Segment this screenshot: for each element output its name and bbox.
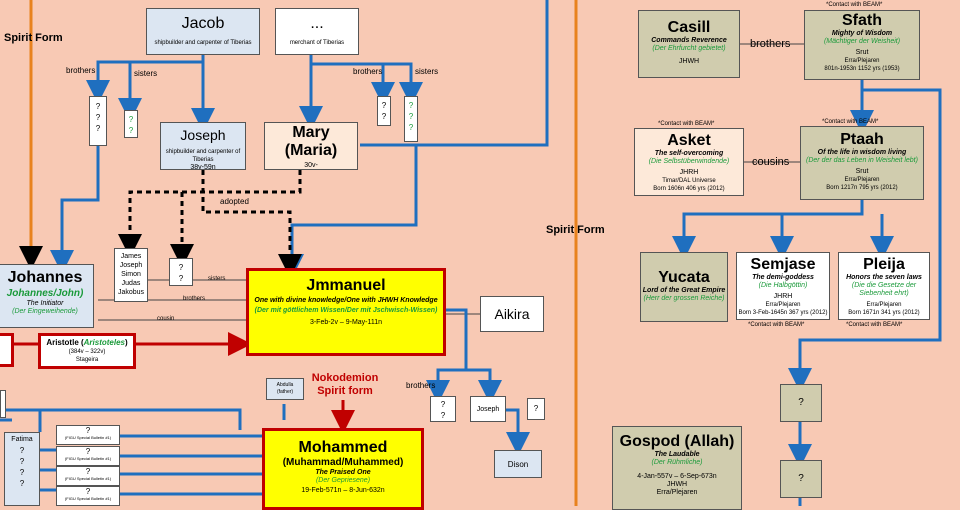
aikira-node[interactable]: Aikira [480, 296, 544, 332]
bulletin-child-2[interactable]: ?(FIGU Special Bulletin #1) [56, 446, 120, 466]
adopted-label: adopted [220, 197, 249, 206]
brothers-unknown-node[interactable]: ??? [89, 96, 107, 146]
merchant-name: ... [310, 15, 324, 32]
aristotle-dates: (384v – 322v) [68, 349, 106, 355]
mary-alt: (Maria) [284, 142, 338, 159]
spirit-form-label-right: Spirit Form [546, 224, 605, 236]
contact-label-sfath: *Contact with BEAM* [826, 2, 883, 8]
joseph-son-unknown[interactable]: ? [527, 398, 545, 420]
sisters-label-1: sisters [134, 69, 158, 78]
unknown-descendant-2[interactable]: ? [780, 460, 822, 498]
sfath-node[interactable]: Sfath Mighty of Wisdom (Mächtiger der We… [804, 10, 920, 80]
aristotle-name: Aristotle (Aristoteles) [46, 338, 128, 347]
left-edge-node[interactable] [0, 333, 14, 367]
unknown-descendant-1[interactable]: ? [780, 384, 822, 422]
nokodemion-label: Nokodemion Spirit form [311, 372, 379, 397]
bulletin-child-4[interactable]: ?(FIGU Special Bulletin #1) [56, 486, 120, 506]
brothers-label-right: brothers [750, 38, 791, 50]
jesus-sisters-node[interactable]: ?? [169, 258, 193, 286]
brothers-label-2: brothers [353, 67, 383, 76]
jmmanuel-de: (Der mit göttlichem Wissen/Der mit Jschw… [254, 307, 438, 314]
merchant-desc: merchant of Tiberias [289, 40, 345, 46]
mary-sisters-node[interactable]: ??? [404, 96, 418, 142]
mohammed-desc: The Praised One [315, 469, 371, 476]
gospod-node[interactable]: Gospod (Allah) The Laudable (Der Rühmlic… [612, 426, 742, 510]
brothers-label-4: brothers [406, 381, 436, 390]
yucata-node[interactable]: Yucata Lord of the Great Empire (Herr de… [640, 252, 728, 322]
mohammed-alt: (Muhammad/Muhammed) [282, 457, 404, 468]
mohammed-de: (Der Gepriesene) [315, 477, 371, 484]
contact-label-pleija: *Contact with BEAM* [846, 322, 903, 328]
abdulla-node[interactable]: Abdulla (father) [266, 378, 304, 400]
joseph-desc: shipbuilder and carpenter of Tiberias [165, 149, 241, 163]
pleija-node[interactable]: Pleija Honors the seven laws (Die die Ge… [838, 252, 930, 320]
mary-node[interactable]: Mary (Maria) 30v- [264, 122, 358, 170]
jmmanuel-dates: 3-Feb-2v – 9-May-111n [309, 319, 383, 326]
jacob-node[interactable]: Jacob shipbuilder and carpenter of Tiber… [146, 8, 260, 55]
sisters-label-3: sisters [208, 276, 226, 282]
johannes-alt: Johannes/John) [6, 288, 84, 299]
johannes-node[interactable]: Johannes Johannes/John) The Initiator (D… [0, 264, 94, 328]
dison-node[interactable]: Dison [494, 450, 542, 478]
johannes-name: Johannes [7, 269, 83, 286]
aristotle-node[interactable]: Aristotle (Aristoteles) (384v – 322v) St… [38, 333, 136, 369]
contact-label-ptaah: *Contact with BEAM* [822, 119, 879, 125]
left-edge-box-1[interactable] [0, 390, 6, 418]
joseph-name: Joseph [180, 127, 226, 143]
cousin-label: cousin [157, 316, 175, 322]
johannes-de: (Der Eingeweihende) [12, 308, 78, 315]
jmmanuel-desc: One with divine knowledge/One with JHWH … [254, 297, 438, 304]
mary-name: Mary [292, 124, 330, 141]
jmmanuel-node[interactable]: Jmmanuel One with divine knowledge/One w… [246, 268, 446, 356]
ptaah-node[interactable]: Ptaah Of the life in wisdom living (Der … [800, 126, 924, 200]
jacob-desc: shipbuilder and carpenter of Tiberias [154, 40, 252, 46]
contact-label-asket: *Contact with BEAM* [658, 121, 715, 127]
joseph-son-node[interactable]: Joseph [470, 396, 506, 422]
mohammed-node[interactable]: Mohammed (Muhammad/Muhammed) The Praised… [262, 428, 424, 510]
joseph-node[interactable]: Joseph shipbuilder and carpenter of Tibe… [160, 122, 246, 170]
mohammed-name: Mohammed [298, 439, 388, 456]
jacob-name: Jacob [181, 15, 225, 32]
cousins-label: cousins [752, 156, 790, 168]
asket-node[interactable]: Asket The self-overcoming (Die Selbstübe… [634, 128, 744, 196]
brothers-label-1: brothers [66, 66, 96, 75]
brothers-label-3: brothers [183, 296, 206, 302]
mary-brothers-node[interactable]: ?? [377, 96, 391, 126]
jmmanuel-name: Jmmanuel [306, 277, 386, 294]
fatima-node[interactable]: Fatima ???? [4, 432, 40, 506]
spirit-form-label-left: Spirit Form [4, 32, 63, 44]
merchant-node[interactable]: ... merchant of Tiberias [275, 8, 359, 55]
bulletin-child-1[interactable]: ?(FIGU Special Bulletin #1) [56, 425, 120, 445]
mohammed-dates: 19-Feb-571n – 8-Jun-632n [301, 487, 385, 494]
casill-node[interactable]: Casill Commands Reverence (Der Ehrfurcht… [638, 10, 740, 78]
johannes-desc: The Initiator [26, 300, 64, 307]
sisters-unknown-node[interactable]: ?? [124, 110, 138, 138]
joseph-dates: 38v-59n [190, 164, 216, 170]
sisters-label-2: sisters [415, 67, 439, 76]
bulletin-child-3[interactable]: ?(FIGU Special Bulletin #1) [56, 466, 120, 486]
semjase-node[interactable]: Semjase The demi-goddess (Die Halbgöttin… [736, 252, 830, 320]
mary-dates: 30v- [304, 162, 318, 169]
jmmanuel-child-unknown[interactable]: ?? [430, 396, 456, 422]
contact-label-semjase: *Contact with BEAM* [748, 322, 805, 328]
aristotle-place: Stageira [75, 357, 99, 363]
